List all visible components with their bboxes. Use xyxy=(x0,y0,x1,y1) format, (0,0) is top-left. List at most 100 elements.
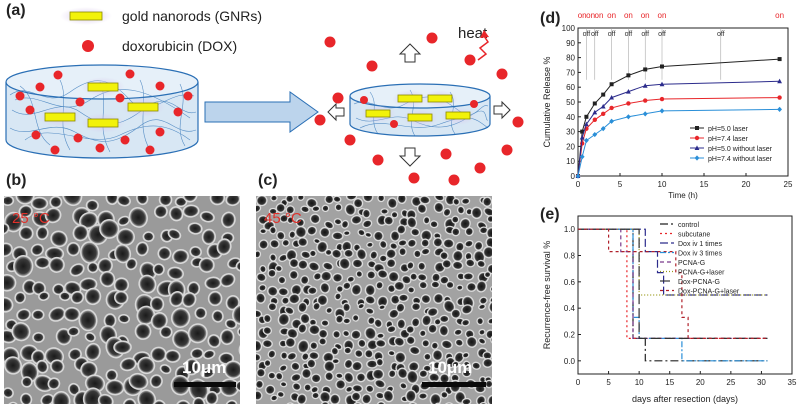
legend-dox-icon xyxy=(82,40,94,52)
pore xyxy=(97,393,114,404)
series-line-0 xyxy=(578,228,768,362)
pore xyxy=(440,391,449,399)
x-tick-label: 15 xyxy=(665,378,674,387)
pore xyxy=(63,306,81,322)
pore xyxy=(225,295,240,311)
x-tick-label: 0 xyxy=(576,180,581,189)
pore xyxy=(456,284,464,291)
pore xyxy=(418,280,428,290)
pore xyxy=(442,207,452,217)
pore xyxy=(207,290,223,307)
pore xyxy=(490,335,492,345)
pore xyxy=(351,360,363,372)
pore xyxy=(478,337,487,345)
pore xyxy=(11,322,31,342)
pore xyxy=(135,241,149,257)
pore xyxy=(290,361,301,372)
pore xyxy=(411,317,421,328)
pore xyxy=(225,399,238,404)
pore xyxy=(184,358,200,376)
pore xyxy=(256,272,267,283)
pore xyxy=(4,356,22,375)
pore xyxy=(264,384,276,395)
pore xyxy=(407,238,417,248)
pore xyxy=(51,391,71,404)
x-tick-label: 5 xyxy=(618,180,623,189)
pore xyxy=(416,203,428,214)
pore xyxy=(479,296,488,305)
pore xyxy=(427,323,438,334)
sem-image-25c: 25 °C 10μm xyxy=(4,196,240,404)
pore xyxy=(232,304,240,325)
pore xyxy=(276,230,286,241)
data-point xyxy=(592,101,597,106)
pore xyxy=(277,287,289,297)
pore xyxy=(16,308,31,322)
panel-label-a: (a) xyxy=(6,2,26,19)
pore xyxy=(194,306,207,320)
laser-off-label: off xyxy=(608,31,616,38)
pore xyxy=(411,302,422,312)
legend-label: pH=7.4 without laser xyxy=(708,156,773,163)
legend-gnr-icon xyxy=(60,7,112,25)
pore xyxy=(256,250,262,259)
pore xyxy=(258,284,267,292)
pore xyxy=(167,228,182,241)
y-axis-label: Recurrence-free survival % xyxy=(542,241,552,350)
data-point xyxy=(659,96,665,102)
series-line xyxy=(577,80,780,177)
series-line-4 xyxy=(578,228,768,339)
pore xyxy=(331,358,340,365)
plot-frame xyxy=(577,215,793,375)
pore xyxy=(393,336,405,347)
y-axis-label: Cumulative Release % xyxy=(542,56,552,147)
pore xyxy=(418,392,428,400)
pore xyxy=(189,245,202,258)
pore xyxy=(4,242,13,258)
pore xyxy=(430,280,441,289)
pore xyxy=(324,196,335,205)
series-line-5 xyxy=(578,228,768,296)
pore xyxy=(262,326,273,335)
pore xyxy=(84,342,101,361)
pore xyxy=(306,225,318,236)
pore xyxy=(369,250,378,260)
pore xyxy=(311,205,321,213)
y-tick-label: 0 xyxy=(571,172,576,181)
legend-label: pH=5.0 without laser xyxy=(708,146,773,153)
pore xyxy=(409,272,418,281)
pore xyxy=(379,239,388,249)
pore xyxy=(483,207,492,217)
release-arrows xyxy=(327,43,511,167)
pore xyxy=(461,318,471,327)
pore xyxy=(433,292,444,304)
pore xyxy=(422,216,431,225)
y-tick-label: 60 xyxy=(566,83,575,92)
pore xyxy=(292,382,302,391)
pore xyxy=(136,196,149,206)
pore xyxy=(362,219,373,229)
pore xyxy=(426,307,439,317)
pore xyxy=(387,197,398,209)
pore xyxy=(410,227,421,237)
pore xyxy=(170,307,191,328)
data-point xyxy=(694,135,700,141)
pore xyxy=(281,238,290,247)
pore xyxy=(4,387,14,399)
pore xyxy=(290,373,302,382)
schematic-a: gold nanorods (GNRs) doxorubicin (DOX) xyxy=(5,7,524,186)
pore xyxy=(462,351,470,359)
pore xyxy=(278,364,288,372)
pore xyxy=(316,240,329,254)
pore xyxy=(277,275,287,285)
pore xyxy=(225,196,240,207)
pore xyxy=(201,228,216,245)
pore xyxy=(308,351,320,361)
pore xyxy=(159,325,173,339)
pore xyxy=(296,393,307,404)
pore xyxy=(434,196,445,202)
pore xyxy=(329,393,341,404)
pore xyxy=(462,272,474,281)
data-point xyxy=(609,82,614,87)
